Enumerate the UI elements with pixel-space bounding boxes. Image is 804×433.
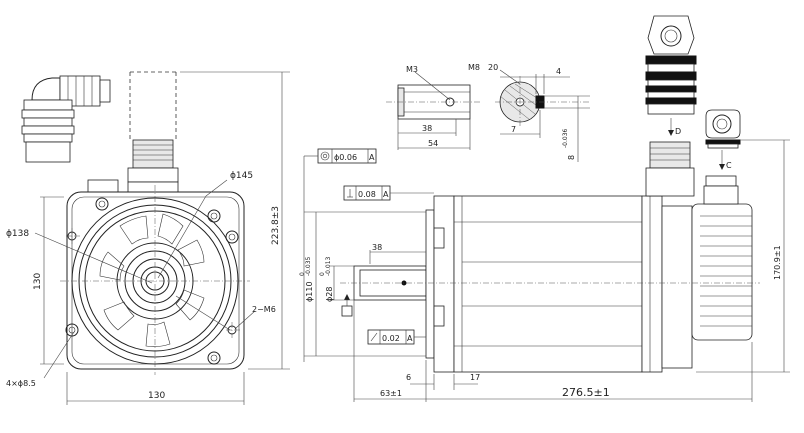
flange-height-label: 130 [33, 273, 43, 290]
pilot-dia-label: ϕ110 [305, 281, 314, 302]
connector-d: D [645, 15, 697, 136]
shaft-len-label: 38 [372, 243, 382, 252]
body-len-label: 276.5±1 [562, 386, 610, 399]
total-height-label: 223.8±3 [271, 206, 281, 245]
gdt-runout-ref: A [407, 334, 413, 343]
flange-width-label: 130 [148, 391, 165, 401]
len-38-label: 38 [422, 124, 432, 133]
holes-label: 4×ϕ8.5 [6, 379, 36, 388]
connector-c: C [705, 109, 741, 170]
dia-138-label: ϕ138 [6, 229, 29, 239]
front-view: ϕ145 ϕ138 130 130 223.8±3 2−M6 4×ϕ8.5 [6, 71, 290, 405]
gdt-runout-value: 0.02 [382, 334, 400, 343]
thread-m3-label: M3 [406, 65, 418, 74]
key-detail: M3 M8 20 38 54 4 7 8 -0.036 [386, 63, 590, 162]
label-c: C [726, 161, 732, 170]
elbow-connector [21, 75, 111, 163]
key-7-label: 7 [511, 125, 516, 134]
len-54-label: 54 [428, 139, 438, 148]
depth-20-label: 20 [488, 63, 498, 72]
thread-m8-label: M8 [468, 63, 480, 72]
height-170-label: 170.9±1 [773, 245, 782, 280]
pilot-tol-label: 0 [299, 272, 306, 276]
key-tol-sub-label: -0.036 [562, 128, 569, 148]
side-view: ϕ0.06 A 0.08 A 0.02 A 38 ϕ110 0 [299, 139, 790, 402]
gdt-perp-ref: A [383, 190, 389, 199]
dia-145-label: ϕ145 [230, 171, 253, 181]
gdt-flatness-ref: A [369, 153, 375, 162]
shaft-tol-sub-label: -0.013 [325, 256, 332, 276]
dim-63-label: 63±1 [380, 389, 402, 398]
key-4-label: 4 [556, 67, 561, 76]
dim-6-label: 6 [406, 373, 411, 382]
screw-m6-label: 2−M6 [252, 305, 276, 314]
dim-17-label: 17 [470, 373, 480, 382]
pilot-tol-sub-label: -0.035 [305, 256, 312, 276]
gdt-flatness-value: ϕ0.06 [334, 153, 357, 162]
gdt-perp-value: 0.08 [358, 190, 376, 199]
label-d: D [675, 127, 681, 136]
shaft-tol-label: 0 [319, 272, 326, 276]
shaft-dia-label: ϕ28 [325, 287, 334, 302]
key-tol-label: 8 [567, 155, 576, 160]
